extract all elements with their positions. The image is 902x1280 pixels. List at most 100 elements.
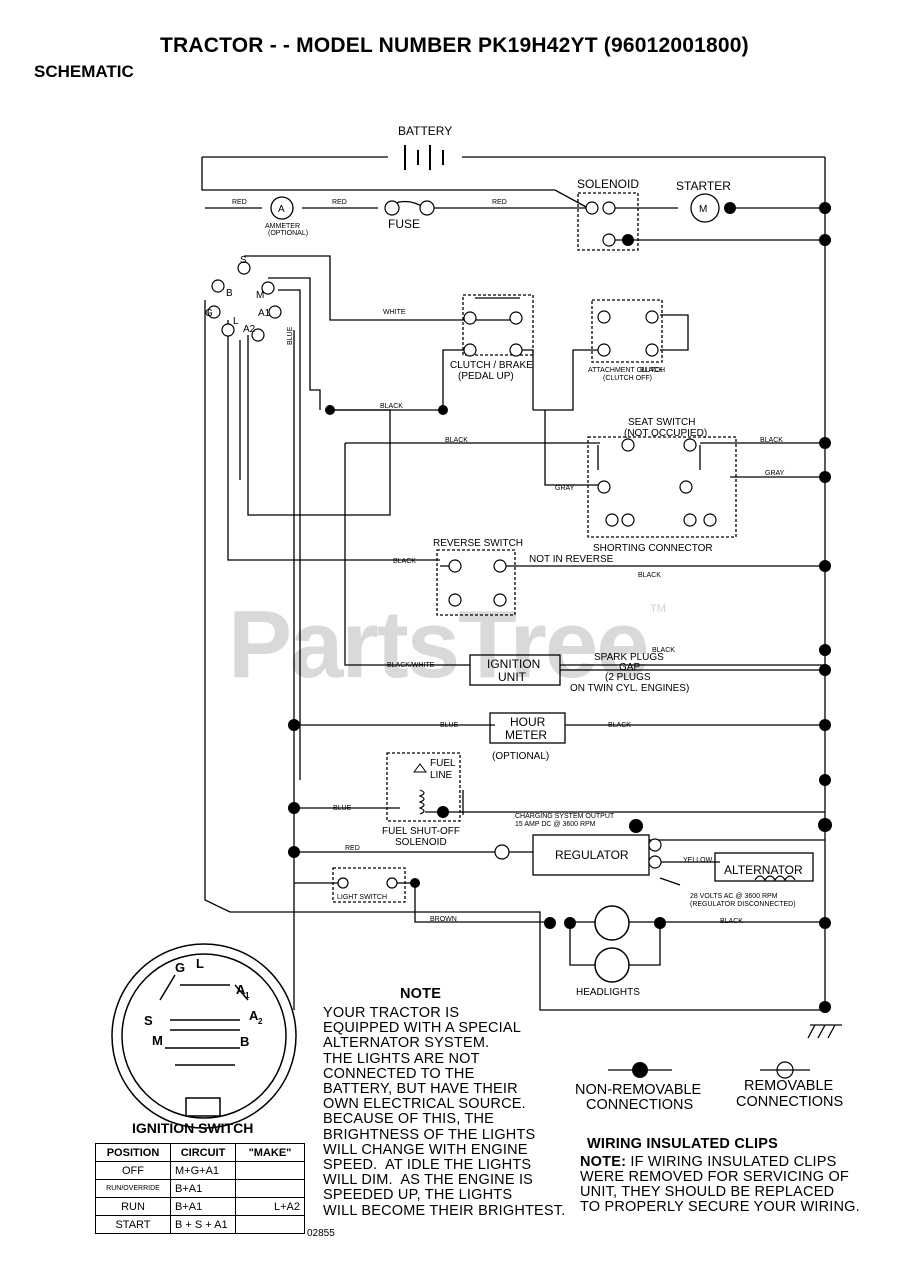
table-cell: B + S + A1 bbox=[170, 1215, 236, 1234]
label-alternator-note-2: (REGULATOR DISCONNECTED) bbox=[690, 901, 796, 908]
legend-removable-2: CONNECTIONS bbox=[736, 1094, 843, 1110]
legend-non-removable-2: CONNECTIONS bbox=[586, 1097, 693, 1113]
wire-black-4: BLACK bbox=[640, 367, 663, 374]
label-hour-meter-note: (OPTIONAL) bbox=[492, 751, 549, 762]
wire-black-2: BLACK bbox=[445, 437, 468, 444]
clips-line-2: WERE REMOVED FOR SERVICING OF bbox=[580, 1169, 849, 1185]
table-cell: B+A1 bbox=[170, 1197, 236, 1216]
wire-gray-1: GRAY bbox=[555, 485, 575, 492]
label-regulator: REGULATOR bbox=[555, 848, 629, 862]
label-fuel-solenoid-2: SOLENOID bbox=[395, 837, 447, 848]
wire-black-6: BLACK bbox=[638, 572, 661, 579]
label-battery: BATTERY bbox=[398, 124, 452, 138]
label-charging-2: 15 AMP DC @ 3600 RPM bbox=[515, 821, 596, 828]
headlight-1-icon bbox=[594, 905, 630, 941]
label-clutch-brake: CLUTCH / BRAKE bbox=[450, 360, 533, 371]
table-cell bbox=[235, 1179, 305, 1198]
clips-line-4: TO PROPERLY SECURE YOUR WIRING. bbox=[580, 1199, 860, 1215]
label-charging-1: CHARGING SYSTEM OUTPUT bbox=[515, 813, 615, 820]
legend-removable-1: REMOVABLE bbox=[744, 1078, 834, 1094]
ignition-switch-icon bbox=[111, 943, 297, 1129]
ign-face-s: S bbox=[144, 1013, 153, 1028]
ign-face-a2: A bbox=[249, 1008, 259, 1023]
terminal-l: L bbox=[233, 316, 239, 327]
label-starter: STARTER bbox=[676, 179, 731, 193]
watermark-tm: TM bbox=[650, 603, 666, 615]
part-number: 02855 bbox=[307, 1228, 335, 1239]
label-spark-plugs-3: (2 PLUGS bbox=[605, 672, 651, 683]
table-row: OFF M+G+A1 bbox=[95, 1161, 305, 1180]
non-removable-connections bbox=[288, 202, 832, 1078]
removable-connections bbox=[337, 200, 794, 1079]
terminal-a2: A2 bbox=[243, 324, 256, 335]
note-body: YOUR TRACTOR IS EQUIPPED WITH A SPECIAL … bbox=[323, 1005, 566, 1219]
label-fuse: FUSE bbox=[388, 217, 420, 231]
table-header: "MAKE" bbox=[235, 1143, 305, 1162]
table-cell bbox=[235, 1161, 305, 1180]
table-header: CIRCUIT bbox=[170, 1143, 236, 1162]
clips-heading: WIRING INSULATED CLIPS bbox=[587, 1136, 779, 1152]
wire-red-1: RED bbox=[232, 199, 247, 206]
starter-motor-icon bbox=[690, 193, 720, 223]
fuel-solenoid-icon bbox=[418, 789, 425, 815]
label-headlights: HEADLIGHTS bbox=[576, 987, 640, 998]
label-solenoid: SOLENOID bbox=[577, 177, 639, 191]
ign-face-a2-sub: 2 bbox=[258, 1017, 263, 1026]
wire-black-9: BLACK bbox=[720, 918, 743, 925]
legend-non-removable-1: NON-REMOVABLE bbox=[575, 1082, 702, 1098]
terminal-b: B bbox=[226, 288, 233, 299]
label-ammeter-note: (OPTIONAL) bbox=[268, 230, 308, 237]
page-title: TRACTOR - - MODEL NUMBER PK19H42YT (9601… bbox=[160, 34, 749, 57]
label-spark-plugs-1: SPARK PLUGS bbox=[594, 652, 664, 663]
ign-face-a1: A bbox=[236, 982, 246, 997]
label-ignition-unit-2: UNIT bbox=[498, 670, 527, 684]
ign-face-b: B bbox=[240, 1034, 249, 1049]
table-cell bbox=[235, 1215, 305, 1234]
starter-symbol: M bbox=[699, 204, 707, 215]
table-row: START B + S + A1 bbox=[95, 1215, 305, 1234]
table-cell: OFF bbox=[95, 1161, 171, 1180]
wire-black-7: BLACK bbox=[652, 647, 675, 654]
clips-line-1: IF WIRING INSULATED CLIPS bbox=[626, 1154, 837, 1170]
table-cell: RUN/OVERRIDE bbox=[95, 1179, 171, 1198]
wire-brown: BROWN bbox=[430, 916, 457, 923]
wire-gray-2: GRAY bbox=[765, 470, 785, 477]
label-spark-plugs-4: ON TWIN CYL. ENGINES) bbox=[570, 683, 689, 694]
wire-red-4: RED bbox=[345, 845, 360, 852]
wire-black-8: BLACK bbox=[608, 722, 631, 729]
wire-blue-2: BLUE bbox=[333, 805, 352, 812]
wire-red-2: RED bbox=[332, 199, 347, 206]
ignition-position-table: POSITION CIRCUIT "MAKE" OFF M+G+A1 RUN/O… bbox=[95, 1143, 305, 1234]
fuel-line-arrow-icon bbox=[413, 763, 427, 773]
table-cell: START bbox=[95, 1215, 171, 1234]
wire-yellow: YELLOW bbox=[683, 857, 713, 864]
terminal-g: G bbox=[205, 308, 213, 319]
label-ignition-switch: IGNITION SWITCH bbox=[132, 1120, 253, 1136]
label-fuel-solenoid-1: FUEL SHUT-OFF bbox=[382, 826, 460, 837]
wire-white: WHITE bbox=[383, 309, 406, 316]
page-subtitle: SCHEMATIC bbox=[34, 62, 134, 81]
clips-line-3: UNIT, THEY SHOULD BE REPLACED bbox=[580, 1184, 835, 1200]
label-alternator-note-1: 28 VOLTS AC @ 3600 RPM bbox=[690, 893, 778, 900]
label-alternator: ALTERNATOR bbox=[724, 863, 803, 877]
wire-blue-vertical: BLUE bbox=[287, 326, 294, 345]
table-cell: B+A1 bbox=[170, 1179, 236, 1198]
label-clutch-brake-note: (PEDAL UP) bbox=[458, 371, 514, 382]
note-heading: NOTE bbox=[400, 986, 442, 1002]
label-ignition-unit-1: IGNITION bbox=[487, 657, 540, 671]
terminal-m: M bbox=[256, 290, 264, 301]
wire-black-white: BLACK/WHITE bbox=[387, 662, 435, 669]
ign-face-l: L bbox=[196, 956, 204, 971]
label-seat-switch: SEAT SWITCH bbox=[628, 417, 695, 428]
wire-blue-1: BLUE bbox=[440, 722, 459, 729]
ign-face-g: G bbox=[175, 960, 185, 975]
watermark: PartsTree bbox=[228, 591, 650, 698]
ign-face-m: M bbox=[152, 1033, 163, 1048]
label-fuel-line-1: FUEL bbox=[430, 758, 456, 769]
label-attachment-clutch: ATTACHMENT CLUTCH bbox=[588, 367, 665, 374]
table-row: RUN B+A1 L+A2 bbox=[95, 1197, 305, 1216]
table-cell: RUN bbox=[95, 1197, 171, 1216]
wire-black-5: BLACK bbox=[760, 437, 783, 444]
label-light-switch: LIGHT SWITCH bbox=[337, 894, 387, 901]
